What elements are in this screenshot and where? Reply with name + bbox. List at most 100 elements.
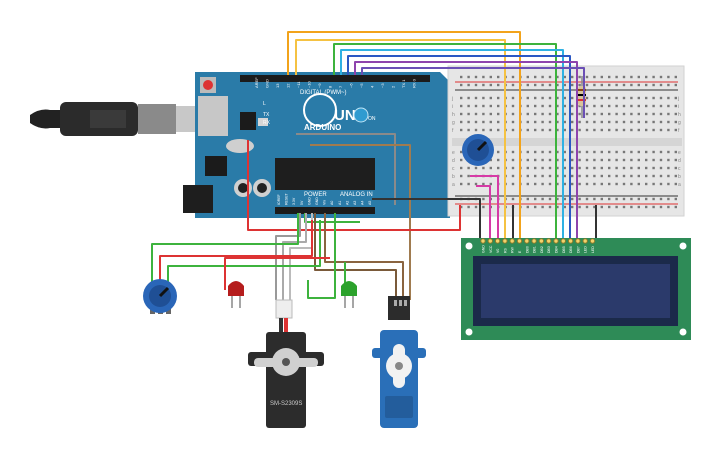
power-pin-label: GND [307,197,311,205]
usb-port [198,96,228,136]
atmega-chip [275,158,375,190]
row-letter: h [678,112,681,118]
header-pin-label: ~9 [317,83,322,88]
lcd-pin-label: DB5 [562,246,566,253]
lcd-pin-label: RW [511,247,515,253]
header-pin-label: 13 [275,83,280,88]
lcd-pin[interactable] [494,238,501,244]
row-letter: c [678,166,681,172]
breadboard-holes [460,75,677,209]
row-letter: i [678,104,679,110]
wires[interactable] [151,31,597,300]
lcd-pin[interactable] [553,238,559,244]
row-letter: a [452,182,455,188]
lcd-pin[interactable] [582,238,588,244]
digital-header[interactable] [240,75,430,82]
power-pin-label: 5V [300,200,304,205]
header-pin-label: TX 1 [401,79,406,88]
header-pin-label: GND [265,79,270,88]
lcd-pin-label: DB6 [569,246,573,253]
power-pin-label: Vin [323,200,327,205]
header-pin-label: 8 [328,85,333,88]
row-letter: b [452,174,455,180]
header-pin-label: 7 [338,85,343,88]
lcd-screen [481,264,670,318]
power-pin-label: A1 [338,201,342,205]
row-letter: d [678,158,681,164]
arduino-uno-board[interactable]: ARDUINO UNO DIGITAL (PWM~) TX RX L ON PO… [183,72,450,218]
dc-jack [183,185,213,213]
header-pin-label: ~6 [349,83,354,88]
servo-right[interactable] [372,296,426,428]
lcd-pin[interactable] [480,238,486,244]
red-led[interactable] [228,281,244,308]
l-label: L [263,101,266,107]
power-label: POWER [304,192,327,198]
arduino-logo-icon [303,93,337,127]
row-letter: f [678,128,680,134]
header-pin-label: 4 [370,85,375,88]
left-potentiometer[interactable] [143,279,177,314]
lcd-pin-label: VCC [489,245,493,253]
breadboard-potentiometer[interactable] [462,134,494,166]
lcd-pin[interactable] [516,238,523,244]
row-letter: j [677,96,679,102]
row-letter: f [452,128,454,134]
green-led[interactable] [341,281,357,308]
row-letter: h [452,112,455,118]
lcd-pin[interactable] [575,238,581,244]
lcd-pin-label: E [518,250,522,253]
lcd-pin-label: RS [503,247,507,253]
row-letter: j [451,96,453,102]
lcd-pin[interactable] [487,238,493,244]
analog-label: ANALOG IN [340,192,373,198]
header-pin-label: ~10 [307,80,312,88]
power-pin-label: A5 [368,201,372,205]
lcd-pin[interactable] [546,238,552,244]
header-pin-label: AREF [254,77,259,88]
row-letter: d [452,158,455,164]
power-pin-label: GND [315,197,319,205]
header-pin-label: ~3 [380,83,385,88]
tx-label: TX [263,112,270,118]
power-pin-label: A3 [353,201,357,205]
power-pin-label: RESET [285,192,289,205]
lcd-pin[interactable] [524,238,530,244]
row-letter: g [452,120,455,126]
lcd-pin-label: DB1 [533,246,537,253]
on-label: ON [368,116,376,122]
lcd-pin-label: V0 [496,249,500,253]
servo-left[interactable]: SM-S2309S [248,299,324,428]
digital-label: DIGITAL (PWM~) [300,90,347,96]
usb-cable[interactable] [30,102,201,136]
header-pin-label: 12 [286,83,291,88]
lcd-pin-label: DB0 [525,246,529,253]
header-pin-label: ~11 [296,81,301,88]
lcd-pin[interactable] [538,238,545,244]
lcd-pin[interactable] [567,238,574,244]
lcd-pin[interactable] [509,238,515,244]
row-letter: c [452,166,455,172]
lcd-pin[interactable] [560,238,566,244]
board-brand: ARDUINO [304,123,341,132]
reset-button[interactable] [203,80,213,90]
row-letter: e [452,150,455,156]
lcd-pin[interactable] [502,238,508,244]
lcd-pin[interactable] [589,238,596,244]
header-pin-label: RX 0 [412,78,417,88]
lcd-pin[interactable] [531,238,537,244]
lcd-pin-label: LED [591,246,595,253]
row-letter: i [452,104,453,110]
power-pin-label: IOREF [277,194,281,205]
rx-label: RX [263,120,271,126]
power-pin-label: A2 [345,201,349,205]
power-analog-header[interactable] [275,207,375,214]
power-pin-label: A4 [361,201,365,205]
